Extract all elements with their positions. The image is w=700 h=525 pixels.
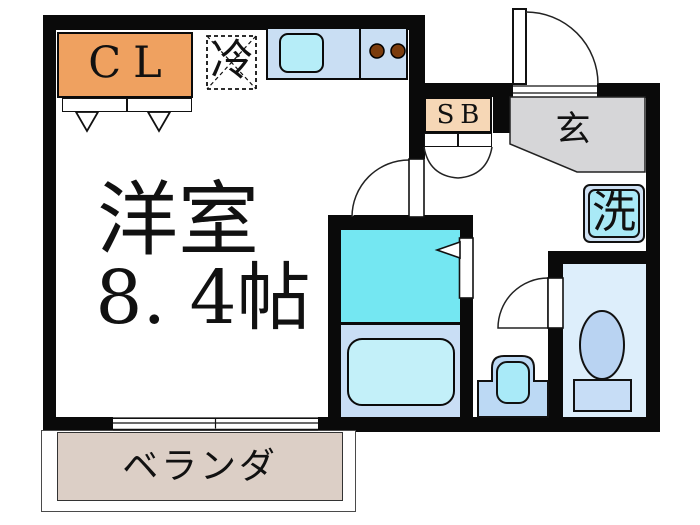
shoe-box-label: SB — [436, 100, 486, 130]
wall-right — [646, 83, 660, 432]
basin-sink — [496, 361, 530, 404]
room-name-label: 洋室 — [96, 174, 259, 268]
closet-door-mark-left — [74, 111, 100, 133]
wall-left — [43, 15, 56, 430]
bathtub — [347, 338, 455, 406]
wall-toilet-top — [548, 251, 646, 264]
veranda-label: ベランダ — [122, 446, 278, 487]
main-room-door — [351, 158, 425, 218]
shoe-box-door-arc-right — [457, 146, 493, 179]
wall-bath-right-upper — [460, 215, 473, 239]
wall-bath-left — [328, 215, 341, 430]
shoe-box-door-right — [458, 133, 492, 147]
wall-bath-top — [328, 215, 473, 230]
entrance-label: 玄 — [555, 110, 591, 150]
wash-basin — [477, 355, 549, 418]
wall-bottom-right — [318, 417, 660, 432]
closet-label: CL — [88, 38, 174, 88]
wall-hall-top-left — [409, 83, 513, 97]
window-band — [113, 417, 318, 431]
shoe-box-door-arc-left — [423, 146, 459, 179]
entrance-door — [512, 8, 599, 94]
bathroom-shower-area — [341, 230, 460, 322]
kitchen-sink — [279, 33, 324, 73]
wall-toilet-left-lower — [548, 327, 563, 417]
veranda-floor — [57, 432, 343, 501]
washing-machine-drum — [588, 189, 640, 238]
toilet-room-floor — [563, 264, 646, 417]
wall-top — [43, 15, 425, 30]
wall-bath-right-lower — [460, 297, 473, 430]
wall-toilet-left-upper — [548, 251, 563, 279]
wall-shoebox-side — [493, 96, 510, 133]
closet-door-mark-right — [146, 111, 172, 133]
closet-door-right — [127, 98, 192, 112]
closet-door-left — [62, 98, 127, 112]
toilet-door — [497, 277, 564, 329]
shoe-box — [424, 97, 492, 133]
closet-box — [57, 32, 193, 98]
room-size-label: 8. 4帖 — [95, 255, 311, 341]
shoe-box-door-left — [424, 133, 458, 147]
wall-hall-top-right — [597, 83, 660, 98]
wall-bottom-left — [43, 417, 113, 431]
fridge-label: 冷 — [210, 36, 254, 86]
laundry-label: 洗 — [592, 187, 636, 238]
